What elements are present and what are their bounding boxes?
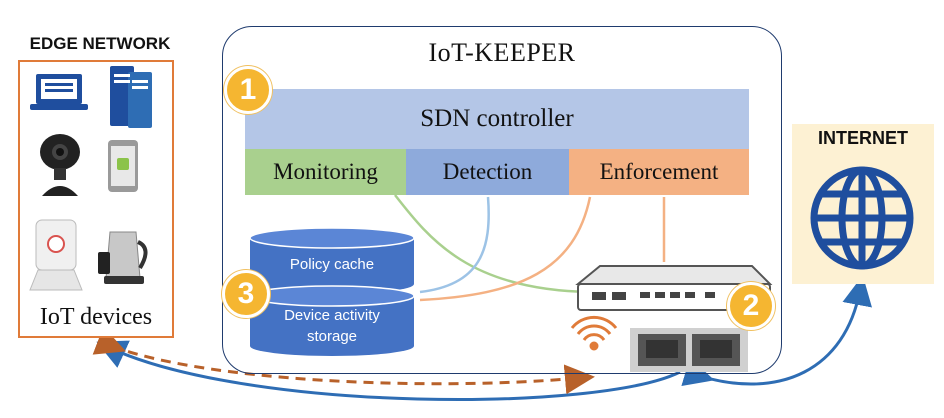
iot-keeper-title: IoT-KEEPER [428,38,576,67]
edge-network-title: EDGE NETWORK [29,34,171,53]
internet-label: INTERNET [818,128,908,148]
device-activity-label-line2: storage [306,328,358,345]
smart-speaker-icon [29,219,83,291]
policy-cache-label: Policy cache [289,256,375,273]
badge-two: 2 [727,282,775,330]
device-activity-label-line1: Device activity [284,307,380,324]
desktop-tower-icon [110,66,152,128]
camera-icon [40,134,80,196]
sdn-controller-block [245,89,749,149]
wireless-arrow [92,326,595,395]
kettle-icon [98,231,148,284]
wifi-icon [570,315,618,351]
enforcement-link-storage [419,196,592,302]
globe-icon [810,166,914,270]
detection-module: Detection [406,149,569,195]
internet-arrow [681,275,872,387]
ethernet-ports-icon [630,328,748,372]
sdn-controller-label: SDN controller [420,105,574,132]
badge-one: 1 [224,66,272,114]
smartphone-icon [108,140,138,192]
badge-three: 3 [222,270,270,318]
monitoring-link [394,194,591,294]
device-activity-cylinder [249,285,415,356]
laptop-icon [30,74,88,110]
monitoring-module: Monitoring [245,149,406,195]
iot-devices-label: IoT devices [39,304,153,330]
enforcement-module: Enforcement [569,149,749,195]
iot-keeper-container [222,26,782,374]
detection-link [419,196,490,294]
